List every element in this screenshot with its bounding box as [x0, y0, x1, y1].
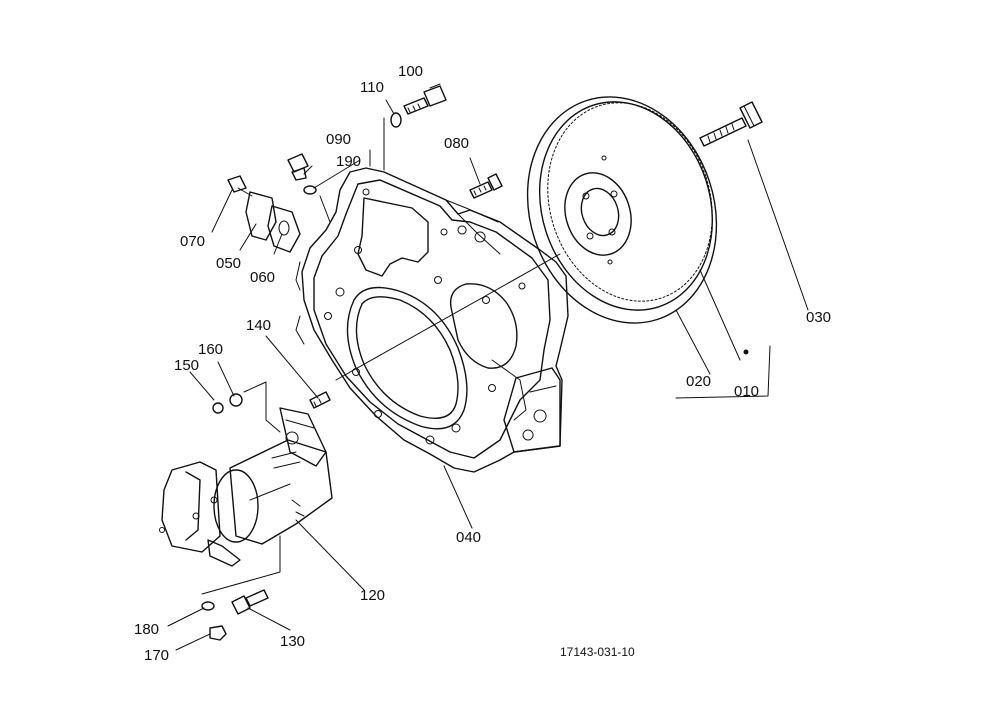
cover-plate-050: [227, 175, 301, 253]
label-040: 040: [456, 529, 481, 546]
washer-110: [390, 112, 402, 128]
label-010: 010: [734, 383, 759, 400]
label-180: 180: [134, 621, 159, 638]
starter-stud-140: [309, 391, 331, 409]
washer-160: [229, 393, 243, 407]
center-axis-line: [335, 253, 561, 381]
starter-bolt-130: [231, 589, 269, 615]
label-150: 150: [174, 357, 199, 374]
bracket-line-lower: [201, 535, 281, 595]
leader-lines: [167, 83, 809, 651]
drawing-code: 17143-031-10: [560, 645, 635, 659]
label-030: 030: [806, 309, 831, 326]
label-060: 060: [250, 269, 275, 286]
bolt-070: [227, 175, 247, 193]
label-140: 140: [246, 317, 271, 334]
housing-bolt-080: [469, 173, 503, 199]
label-080: 080: [444, 135, 469, 152]
housing-bolt-100: [390, 85, 447, 128]
flywheel-housing: [295, 167, 569, 473]
label-190: 190: [336, 153, 361, 170]
label-070: 070: [180, 233, 205, 250]
gasket-190: [303, 185, 317, 195]
nut-washer-set: [201, 393, 243, 641]
label-120: 120: [360, 587, 385, 604]
label-050: 050: [216, 255, 241, 272]
starter-motor: [159, 407, 333, 567]
label-090: 090: [326, 131, 351, 148]
plug-090: [287, 153, 317, 195]
part-labels: 100 110 090 190 080 070 050 060 030 020 …: [134, 63, 831, 664]
nut-150: [212, 402, 224, 414]
bracket-line-upper: [243, 381, 281, 433]
label-130: 130: [280, 633, 305, 650]
gasket-060: [267, 205, 301, 253]
label-170: 170: [144, 647, 169, 664]
washer-180: [201, 601, 215, 611]
assembly-dot: [743, 349, 749, 355]
label-100: 100: [398, 63, 423, 80]
nut-170: [209, 625, 227, 641]
label-160: 160: [198, 341, 223, 358]
label-020: 020: [686, 373, 711, 390]
flywheel: [526, 96, 718, 324]
label-110: 110: [360, 79, 384, 96]
flywheel-bolt: [699, 101, 763, 147]
